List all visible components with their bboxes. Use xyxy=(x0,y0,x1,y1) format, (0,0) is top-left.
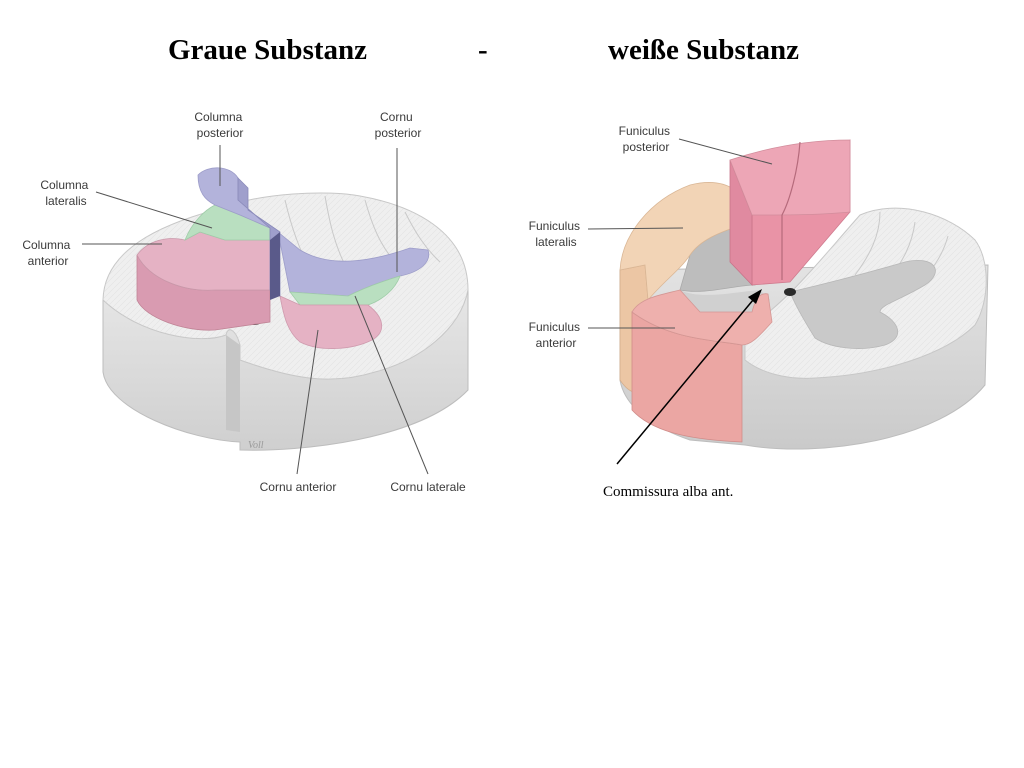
right-grey-matter xyxy=(789,260,936,349)
label-funiculus-lateralis: Funiculus lateralis xyxy=(529,219,584,249)
left-spinal-cord: Columna posterior Cornu posterior Column… xyxy=(22,110,469,494)
leader-cornu-anterior xyxy=(296,329,319,475)
title-separator: - xyxy=(478,34,488,66)
funiculus-anterior-top xyxy=(631,289,773,346)
right-spinal-cord: Funiculus posterior Funiculus lateralis … xyxy=(529,124,989,500)
label-cornu-anterior: Cornu anterior xyxy=(260,480,337,494)
title-white-matter: weiße Substanz xyxy=(608,34,799,66)
label-cornu-posterior: Cornu posterior xyxy=(375,110,422,140)
funiculus-posterior-top xyxy=(729,139,851,216)
leader-cornu-laterale xyxy=(354,295,429,475)
label-columna-lateralis: Columna lateralis xyxy=(40,178,91,208)
funiculus-posterior-septum xyxy=(781,141,801,280)
left-anterior-horn-region xyxy=(279,295,383,349)
label-columna-posterior: Columna posterior xyxy=(194,110,245,140)
left-anterior-fissure xyxy=(226,335,240,432)
left-lateral-horn-region xyxy=(289,275,401,306)
leader-funiculus-posterior xyxy=(678,138,773,165)
commissura-arrow xyxy=(616,289,762,465)
left-lateral-column xyxy=(184,204,271,241)
label-cornu-laterale: Cornu laterale xyxy=(390,480,466,494)
left-cut-face-front xyxy=(270,232,280,300)
right-central-canal xyxy=(784,288,796,296)
label-columna-anterior: Columna anterior xyxy=(22,238,73,268)
leader-columna-lateralis xyxy=(95,191,213,229)
illustrator-signature: Voll xyxy=(248,440,264,451)
leader-funiculus-lateralis xyxy=(587,227,684,230)
label-funiculus-anterior: Funiculus anterior xyxy=(529,320,584,350)
label-commissura-alba: Commissura alba ant. xyxy=(603,484,733,500)
label-funiculus-posterior: Funiculus posterior xyxy=(619,124,674,154)
title-grey-matter: Graue Substanz xyxy=(168,34,368,66)
